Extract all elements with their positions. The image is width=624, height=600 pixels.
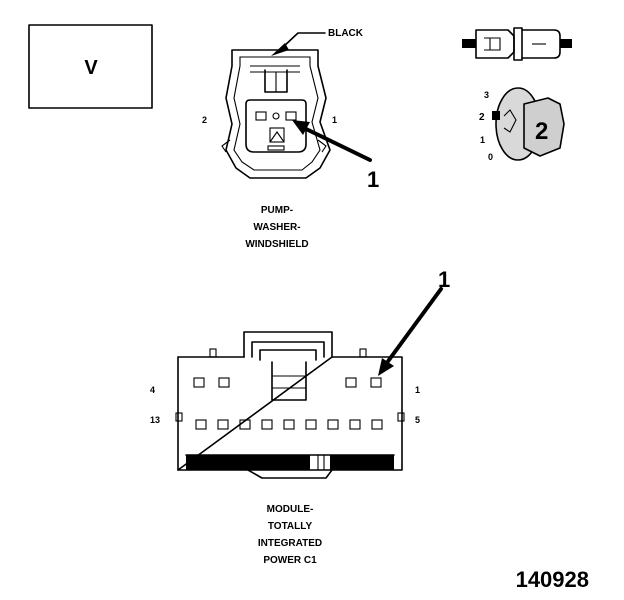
terminal-detail: 3 2 1 0 2 [462,27,572,162]
terminal-callout: 2 [535,118,548,145]
module-name-line-2: TOTALLY [268,521,313,532]
pump-name-line-2: WASHER- [253,222,300,233]
terminal-position-3: 3 [484,90,489,100]
pump-color-label: BLACK [328,28,364,39]
pump-pin-left: 2 [202,115,207,125]
terminal-position-2: 2 [479,112,485,123]
module-name-line-4: POWER C1 [263,555,317,566]
module-connector: 1 4 [150,267,450,566]
pump-callout: 1 [367,167,379,192]
module-pin-top-left: 4 [150,385,155,395]
module-name-line-1: MODULE- [267,504,314,515]
terminal-position-0: 0 [488,152,493,162]
pump-connector: BLACK 2 1 1 PUMP- WASHER- WINDSHIELD [202,28,379,250]
view-box-label: V [84,57,98,79]
terminal-position-1: 1 [480,135,485,145]
view-box: V [28,24,153,109]
module-pin-bottom-right: 5 [415,415,420,425]
figure-number: 140928 [516,567,589,592]
module-pin-bottom-left: 13 [150,415,160,425]
pump-pin-right: 1 [332,115,337,125]
module-name-line-3: INTEGRATED [258,538,322,549]
module-callout: 1 [438,267,450,292]
pump-name-line-3: WINDSHIELD [245,239,308,250]
module-pin-top-right: 1 [415,385,420,395]
pump-name-line-1: PUMP- [261,205,293,216]
